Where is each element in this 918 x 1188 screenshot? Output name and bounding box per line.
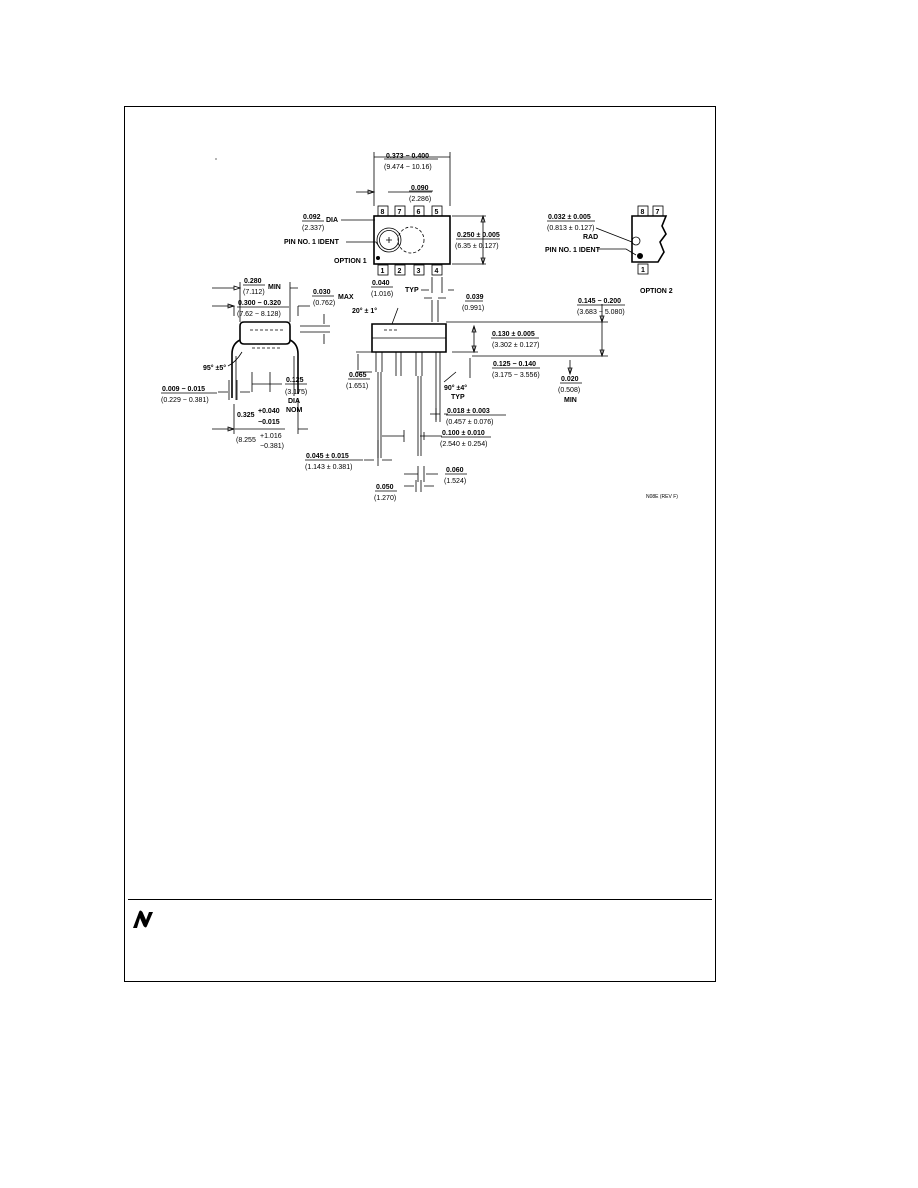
dim-ident-dia-mm: (2.337) [302, 225, 324, 232]
dim-pin-offset: 0.090 [411, 185, 429, 192]
alternate-ident-circle [397, 226, 425, 254]
bottom-pin-row: 1 2 3 4 [377, 264, 443, 276]
typ-label: TYP [405, 287, 419, 294]
footer-divider [128, 899, 712, 900]
rad-label: RAD [583, 234, 598, 241]
min-label: MIN [268, 284, 281, 291]
dim-end-lead: 0.045 ± 0.015 [306, 453, 349, 460]
dim-lead-spread-mm-plus: +1.016 [260, 433, 282, 440]
national-semiconductor-logo-icon [133, 910, 153, 928]
dim-lead-length-mm: (3.175 − 3.556) [492, 372, 540, 379]
pin1-ident-label: PIN NO. 1 IDENT [284, 239, 340, 246]
option2-pin1-ident: PIN NO. 1 IDENT [545, 247, 601, 254]
dim-rad-mm: (0.813 ± 0.127) [547, 225, 594, 232]
dim-lead-width: 0.018 ± 0.003 [447, 408, 490, 415]
dim-overall-length-mm: (9.474 − 10.16) [384, 164, 432, 171]
dim-lead-spread: 0.325 [237, 412, 255, 419]
pin-number: 7 [398, 209, 402, 216]
option2-view: 8 7 1 0.032 ± 0.005 (0.813 ± 0.127) RAD … [545, 205, 673, 295]
top-view-body [373, 215, 451, 265]
max-label: MAX [338, 294, 354, 301]
dim-pitch-mm: (2.540 ± 0.254) [440, 441, 487, 448]
typ-label: TYP [451, 394, 465, 401]
dim-pin-offset-mm: (2.286) [409, 196, 431, 203]
dim-rad: 0.032 ± 0.005 [548, 214, 591, 221]
dim-row-spacing: 0.300 − 0.320 [238, 300, 281, 307]
dim-lead-gap: 0.050 [376, 484, 394, 491]
option2-body [631, 215, 668, 263]
dim-shoulder-width-mm: (1.524) [444, 478, 466, 485]
page-frame [124, 106, 716, 982]
nom-label: NOM [286, 407, 303, 414]
min-label: MIN [564, 397, 577, 404]
dim-body-height-mm: (3.302 ± 0.127) [492, 342, 539, 349]
pin-number: 6 [417, 209, 421, 216]
dim-lead-spread-mm-minus: −0.381) [260, 443, 284, 450]
pin-number: 8 [641, 209, 645, 216]
dim-dia-nom-mm: (3.175) [285, 389, 307, 396]
dim-dia-nom: 0.125 [286, 377, 304, 384]
pin-number: 4 [435, 268, 439, 275]
pin-number: 8 [381, 209, 385, 216]
dim-ident-dia: 0.092 [303, 214, 321, 221]
dim-row-spacing-mm: (7.62 − 8.128) [237, 311, 281, 318]
dia-label: DIA [326, 217, 338, 224]
dim-end-lead-mm: (1.143 ± 0.381) [305, 464, 352, 471]
dim-min-width: 0.280 [244, 278, 262, 285]
dim-pin-width: 0.040 [372, 280, 390, 287]
dim-90-angle: 90° ±4° [444, 384, 467, 392]
drawing-id: N08E (REV F) [646, 494, 678, 500]
dim-min-seat: 0.020 [561, 376, 579, 383]
pin-number: 7 [656, 209, 660, 216]
dim-max: 0.030 [313, 289, 331, 296]
dim-95-angle: 95° ±5° [203, 364, 226, 372]
side-view: 20° ± 1° 0.039 (0.991) 0.145 − 0.200 (3.… [305, 294, 625, 502]
side-view-body [371, 323, 447, 353]
pin1-dot [376, 256, 380, 260]
top-view: 8 7 6 5 1 2 3 4 0.373 − 0.400 (9.474 − 1… [284, 152, 500, 298]
dim-lead-spread-plus: +0.040 [258, 408, 280, 415]
dim-lead-thk: 0.009 − 0.015 [162, 386, 205, 393]
dim-pin-width-mm: (1.016) [371, 291, 393, 298]
pin-number: 1 [641, 267, 645, 274]
dim-shoulder-mm: (0.991) [462, 305, 484, 312]
dim-min-seat-mm: (0.508) [558, 387, 580, 394]
dia-label: DIA [288, 398, 300, 405]
dim-lead-spread-mm: (8.255 [236, 437, 256, 444]
end-view: 0.280 (7.112) MIN 0.030 (0.762) MAX 0.30… [161, 278, 354, 450]
dim-standoff: 0.065 [349, 372, 367, 379]
dim-shoulder: 0.039 [466, 294, 484, 301]
option2-label: OPTION 2 [640, 288, 673, 295]
dim-lead-width-mm: (0.457 ± 0.076) [446, 419, 493, 426]
pin-number: 2 [398, 268, 402, 275]
pin-number: 1 [381, 268, 385, 275]
pin-number: 3 [417, 268, 421, 275]
dim-lead-gap-mm: (1.270) [374, 495, 396, 502]
dim-body-width: 0.250 ± 0.005 [457, 232, 500, 239]
dim-lead-thk-mm: (0.229 − 0.381) [161, 397, 209, 404]
end-view-body [239, 321, 291, 345]
dim-body-width-mm: (6.35 ± 0.127) [455, 243, 499, 250]
top-pin-row: 8 7 6 5 [377, 205, 443, 217]
dim-seat-height: 0.145 − 0.200 [578, 298, 621, 305]
dim-max-mm: (0.762) [313, 300, 335, 307]
dim-pitch: 0.100 ± 0.010 [442, 430, 485, 437]
option1-label: OPTION 1 [334, 258, 367, 265]
dim-shoulder-width: 0.060 [446, 467, 464, 474]
dim-overall-length: 0.373 − 0.400 [386, 153, 429, 160]
dim-standoff-mm: (1.651) [346, 383, 368, 390]
dim-seat-height-mm: (3.683 − 5.080) [577, 309, 625, 316]
dim-lead-spread-minus: −0.015 [258, 419, 280, 426]
pin-number: 5 [435, 209, 439, 216]
dim-lead-length: 0.125 − 0.140 [493, 361, 536, 368]
dim-min-width-mm: (7.112) [243, 289, 265, 296]
pin1-ident-circle [376, 227, 402, 253]
dim-body-height: 0.130 ± 0.005 [492, 331, 535, 338]
dim-20-angle: 20° ± 1° [352, 307, 377, 315]
side-leads [375, 352, 441, 458]
